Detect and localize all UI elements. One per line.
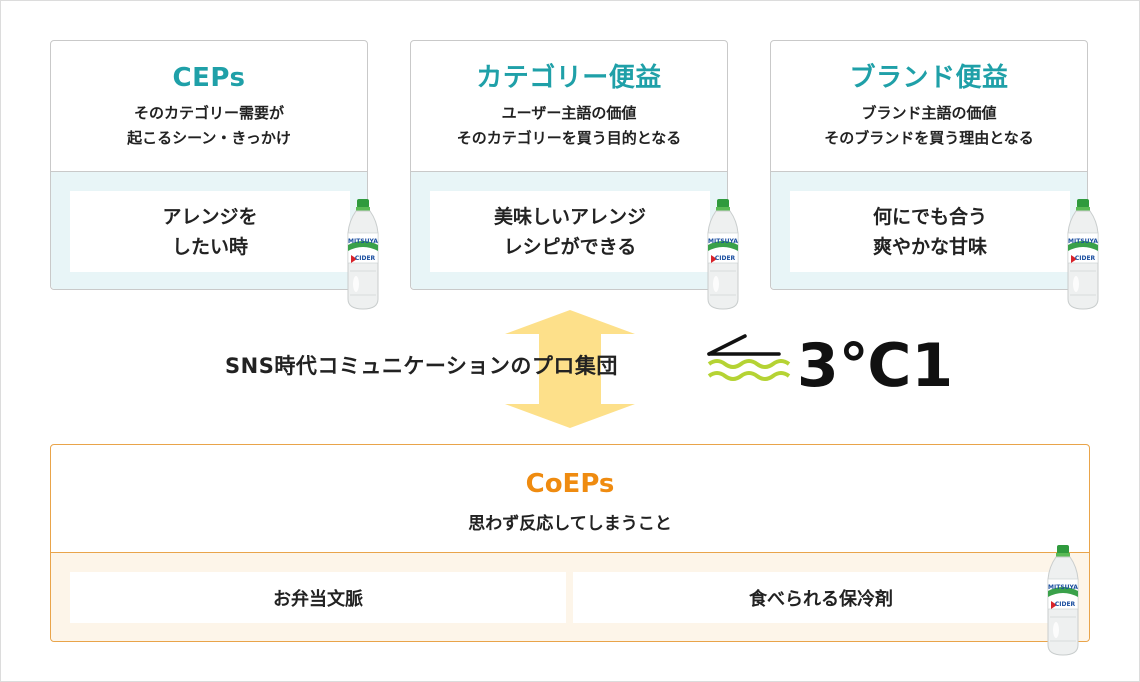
- coeps-box: CoEPs 思わず反応してしまうこと お弁当文脈 食べられる保冷剤 MITSUY…: [50, 444, 1090, 656]
- card-header: ブランド便益 ブランド主語の価値 そのブランドを買う理由となる: [771, 41, 1087, 172]
- card-example-line: 美味しいアレンジ: [493, 205, 646, 228]
- cider-bottle-icon: MITSUYA CIDER: [707, 199, 739, 310]
- card-body: アレンジを したい時: [51, 172, 367, 289]
- agency-tagline: SNS時代コミュニケーションのプロ集団: [225, 354, 618, 378]
- card-subtitle-line: そのカテゴリー需要が: [133, 104, 284, 122]
- svg-text:CIDER: CIDER: [1055, 601, 1076, 608]
- card-title: CEPs: [172, 63, 246, 93]
- card-example-line: レシピができる: [503, 235, 637, 258]
- card-subtitle-line: 起こるシーン・きっかけ: [127, 129, 291, 147]
- svg-text:CIDER: CIDER: [355, 255, 376, 262]
- card-example-line: アレンジを: [162, 205, 258, 228]
- coeps-subtitle: 思わず反応してしまうこと: [468, 514, 672, 534]
- card-brand-benefit: ブランド便益 ブランド主語の価値 そのブランドを買う理由となる 何にでも合う 爽…: [770, 40, 1099, 310]
- coeps-header: CoEPs 思わず反応してしまうこと: [51, 445, 1089, 553]
- card-subtitle: ブランド主語の価値 そのブランドを買う理由となる: [771, 101, 1087, 151]
- card-body: 何にでも合う 爽やかな甘味: [771, 172, 1087, 289]
- card-subtitle-line: ユーザー主語の価値: [501, 104, 637, 122]
- card-example-box: アレンジを したい時: [70, 191, 350, 272]
- cider-bottle-icon: MITSUYA CIDER: [1067, 199, 1099, 310]
- card-header: CEPs そのカテゴリー需要が 起こるシーン・きっかけ: [51, 41, 367, 172]
- card-subtitle: そのカテゴリー需要が 起こるシーン・きっかけ: [51, 101, 367, 151]
- card-category-benefit: カテゴリー便益 ユーザー主語の価値 そのカテゴリーを買う目的となる 美味しいアレ…: [410, 40, 739, 310]
- card-example-box: 美味しいアレンジ レシピができる: [430, 191, 710, 272]
- svg-text:MITSUYA: MITSUYA: [708, 238, 738, 245]
- card-header: カテゴリー便益 ユーザー主語の価値 そのカテゴリーを買う目的となる: [411, 41, 727, 172]
- card-subtitle-line: そのカテゴリーを買う目的となる: [456, 129, 682, 147]
- coeps-body: お弁当文脈 食べられる保冷剤: [51, 553, 1089, 641]
- card-example-line: したい時: [171, 235, 248, 258]
- coeps-item: お弁当文脈: [70, 572, 566, 623]
- card-subtitle: ユーザー主語の価値 そのカテゴリーを買う目的となる: [411, 101, 727, 151]
- card-subtitle-line: ブランド主語の価値: [861, 104, 997, 122]
- card-example-line: 爽やかな甘味: [872, 235, 987, 258]
- card-subtitle-line: そのブランドを買う理由となる: [824, 129, 1034, 147]
- svg-text:CIDER: CIDER: [715, 255, 736, 262]
- logo-text: 3℃1: [797, 331, 953, 401]
- card-example-line: 何にでも合う: [872, 205, 987, 228]
- card-title: ブランド便益: [849, 63, 1009, 93]
- cider-bottle-icon: MITSUYA CIDER: [347, 199, 379, 310]
- cider-bottle-icon: MITSUYA CIDER: [1047, 545, 1079, 656]
- card-example-box: 何にでも合う 爽やかな甘味: [790, 191, 1070, 272]
- coeps-title: CoEPs: [525, 469, 615, 499]
- card-title: カテゴリー便益: [476, 63, 662, 93]
- coeps-item: 食べられる保冷剤: [573, 572, 1069, 623]
- svg-text:CIDER: CIDER: [1075, 255, 1096, 262]
- brand-logo: 3℃1: [707, 331, 953, 401]
- svg-text:MITSUYA: MITSUYA: [348, 238, 378, 245]
- svg-text:MITSUYA: MITSUYA: [1048, 584, 1078, 591]
- svg-text:MITSUYA: MITSUYA: [1068, 238, 1098, 245]
- card-body: 美味しいアレンジ レシピができる: [411, 172, 727, 289]
- double-arrow-icon: [505, 310, 635, 428]
- card-ceps: CEPs そのカテゴリー需要が 起こるシーン・きっかけ アレンジを したい時 M…: [50, 40, 379, 310]
